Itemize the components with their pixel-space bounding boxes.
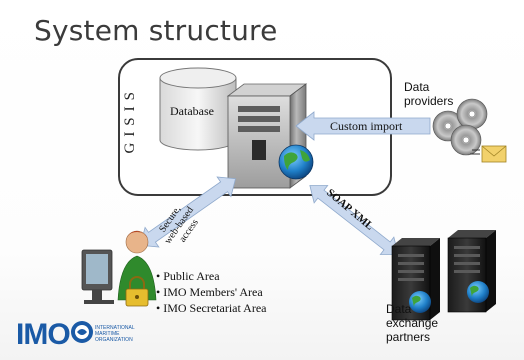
server-rack-icon: [391, 238, 440, 321]
slide-title: System structure: [34, 14, 278, 47]
data-exchange-line-3: partners: [386, 330, 431, 344]
data-providers-discs-icon: [432, 98, 488, 156]
imo-logo-subtitle: INTERNATIONAL MARITIME ORGANIZATION: [95, 325, 135, 343]
globe-icon: [278, 144, 314, 180]
area-item: IMO Members' Area: [156, 284, 267, 300]
server-rack-icon: [447, 230, 496, 313]
data-providers-label: Data providers: [404, 80, 453, 108]
database-icon: [159, 67, 237, 151]
data-exchange-label: Data exchange partners: [386, 302, 438, 344]
data-exchange-line-1: Data: [386, 302, 412, 316]
secure-access-arrow: [139, 176, 237, 248]
imo-logo: IMO: [16, 318, 71, 352]
custom-import-label: Custom import: [330, 119, 403, 133]
data-exchange-line-2: exchange: [386, 316, 439, 330]
soap-xml-label: SOAP XML: [324, 187, 375, 233]
areas-list: Public Area IMO Members' Area IMO Secret…: [156, 268, 267, 316]
imo-logo-text: IMO: [16, 318, 71, 351]
custom-import-arrow: [295, 111, 431, 141]
data-providers-line-2: providers: [404, 94, 454, 108]
lock-icon: [125, 276, 149, 307]
database-label: Database: [170, 104, 214, 118]
area-item: Public Area: [156, 268, 267, 284]
area-item: IMO Secretariat Area: [156, 300, 266, 316]
data-providers-line-1: Data: [404, 80, 430, 94]
server-icon: [226, 83, 308, 189]
imo-emblem-icon: [71, 321, 93, 343]
envelope-icon: [470, 145, 507, 163]
